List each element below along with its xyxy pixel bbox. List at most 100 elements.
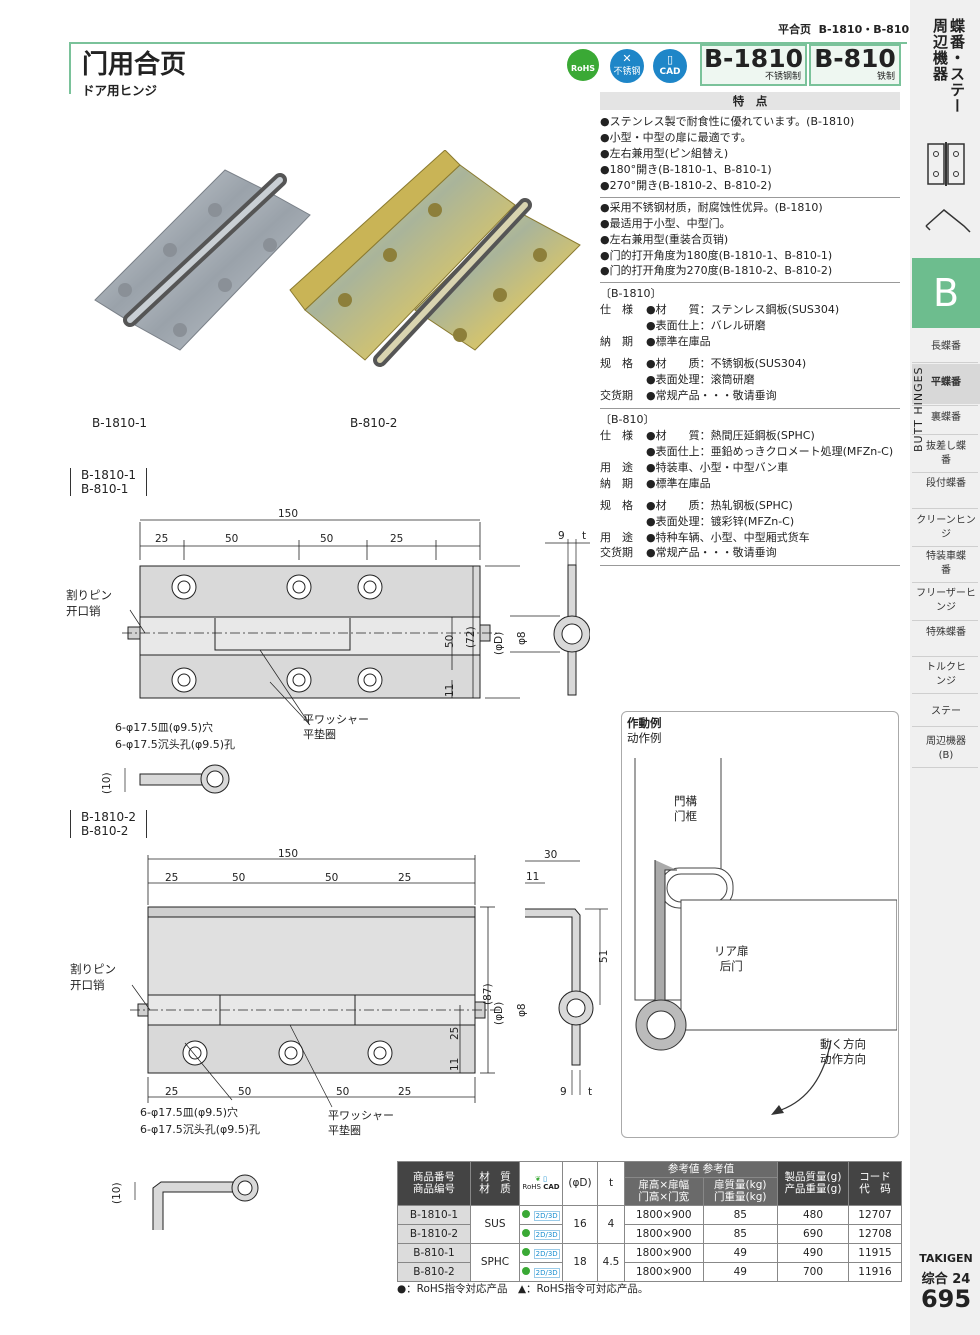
drawing1-washer-label: 平ワッシャー 平垫圈 (303, 712, 369, 743)
feature-cn-5: ●门的打开角度为270度(B-1810-2、B-810-2) (600, 264, 833, 278)
cell-door-size: 1800×900 (624, 1261, 704, 1282)
spec-text: ●表面处理：镀彩锌(MFZn-C) (646, 514, 795, 528)
photo-caption-left: B-1810-1 (92, 416, 148, 430)
cad-download[interactable]: 2D/3D (533, 1229, 560, 1240)
cell-part-number[interactable]: B-1810-2 (397, 1223, 471, 1244)
dim-label: (87) (482, 983, 494, 1005)
cell-part-number[interactable]: B-810-2 (397, 1261, 471, 1282)
drawing1-side-view: 9 t (φD) φ8 (493, 530, 590, 696)
cad-download[interactable]: 2D/3D (533, 1267, 560, 1278)
sidebar-item-freezer-hinge[interactable]: フリーザーヒンジ (916, 588, 976, 613)
th-product-weight-cn: 产品重量(g) (784, 1183, 842, 1196)
cad-badge[interactable]: ▯ CAD (653, 49, 687, 83)
cell-rohs-cad[interactable]: 2D/3D (519, 1261, 563, 1282)
th-product-weight: 製品質量(g) 产品重量(g) (777, 1161, 849, 1206)
dim-label: (φD) (493, 1002, 505, 1025)
dim-label: 50 (225, 533, 238, 545)
cell-material: SPHC (470, 1242, 520, 1282)
cell-t: 4.5 (597, 1242, 625, 1282)
pin-label-cn: 开口销 (66, 603, 101, 618)
th-reference: 参考値 参考值 (624, 1161, 778, 1178)
dim-label: 11 (444, 684, 456, 697)
dim-label: 50 (320, 533, 333, 545)
sidebar-item-peripheral[interactable]: 周辺機器(B) (926, 736, 966, 761)
cell-rohs-cad[interactable]: 2D/3D (519, 1204, 563, 1225)
cad-download[interactable]: 2D/3D (533, 1248, 560, 1259)
cell-code: 12708 (848, 1223, 902, 1244)
spec-text: ●表面处理：滚筒研磨 (646, 373, 755, 387)
example-title: 作動例 动作例 (627, 716, 662, 746)
drawing2-hole-label: 6-φ17.5皿(φ9.5)穴 6-φ17.5沉头孔(φ9.5)孔 (140, 1105, 260, 1138)
table-row[interactable]: B-810-2 2D/3D 1800×900 49 700 11916 (397, 1261, 902, 1282)
drawing2-pin-label: 割りピン 开口销 (70, 962, 116, 993)
example-direction-jp: 動く方向 (820, 1037, 866, 1051)
example-diagram (634, 758, 897, 1115)
drawing1-models: B-1810-1 B-810-1 (70, 468, 148, 496)
dim-label: 25 (165, 872, 178, 884)
stainless-x-icon: ✕ (622, 52, 632, 65)
cell-part-number[interactable]: B-810-1 (397, 1242, 471, 1263)
cell-part-number[interactable]: B-1810-1 (397, 1204, 471, 1225)
cell-product-weight: 690 (777, 1223, 849, 1244)
th-code-jp: コード (859, 1170, 891, 1183)
stainless-badge-label: 不锈钢 (613, 67, 641, 77)
drawing1-model-2: B-810-1 (81, 482, 129, 496)
spec-text: ●常规产品・・・敬请垂询 (646, 389, 777, 402)
footer-brand: TAKIGEN (919, 1252, 973, 1265)
hole-label-cn: 6-φ17.5沉头孔(φ9.5)孔 (115, 737, 236, 751)
table-row[interactable]: B-810-1 SPHC 2D/3D 18 4.5 1800×900 49 49… (397, 1242, 902, 1282)
sidebar-item-step-hinge[interactable]: 段付蝶番 (926, 478, 966, 489)
sidebar-top-label-2: 蝶番・ステー (947, 18, 968, 114)
th-door-size-jp: 扉高×扉幅 (638, 1178, 690, 1191)
cad-download[interactable]: 2D/3D (533, 1210, 560, 1221)
spec-text: ●特装車、小型・中型バン車 (646, 460, 789, 474)
sidebar-item-vehicle-hinge[interactable]: 特装車蝶番 (926, 551, 966, 576)
example-door-jp: リア扉 (714, 944, 749, 958)
th-door-size-cn: 门高×门宽 (638, 1191, 690, 1204)
drawing1-front-view: 150 25 50 50 25 50 (72) 11 (122, 508, 520, 726)
dim-label: 11 (449, 1058, 461, 1071)
sidebar-item-stay[interactable]: ステー (931, 706, 961, 717)
cell-rohs-cad[interactable]: 2D/3D (519, 1223, 563, 1244)
table-row[interactable]: B-1810-1 SUS 2D/3D 16 4 1800×900 85 480 … (397, 1204, 902, 1244)
drawing1-pin-label: 割りピン 开口销 (66, 588, 112, 619)
sidebar-item-long-hinge[interactable]: 長蝶番 (931, 341, 961, 352)
sidebar-item-special-hinge[interactable]: 特殊蝶番 (926, 627, 966, 638)
features-cn: ●采用不锈钢材质，耐腐蚀性优异。(B-1810) ●最适用于小型、中型门。 ●左… (600, 198, 900, 284)
cell-door-weight: 85 (702, 1204, 778, 1225)
dim-label: 50 (238, 1086, 251, 1098)
cell-rohs-cad[interactable]: 2D/3D (519, 1242, 563, 1263)
spec-label: 规 格 (600, 357, 633, 371)
example-frame-label: 門構 门框 (674, 794, 697, 824)
th-reference-cn: 参考值 (702, 1163, 735, 1175)
cell-product-weight: 490 (777, 1242, 849, 1263)
example-frame-jp: 門構 (674, 794, 697, 808)
table-row[interactable]: B-1810-2 2D/3D 1800×900 85 690 12708 (397, 1223, 902, 1244)
spec-text: ●特种车辆、小型、中型厢式货车 (646, 530, 810, 544)
leaf-icon: ❦ (535, 1175, 541, 1183)
feature-jp-3: ●左右兼用型(ピン組替え) (600, 146, 729, 160)
spec-label: 交货期 (600, 546, 633, 560)
dim-label: 51 (598, 950, 610, 963)
page-ref-models: B-1810・B-810 (818, 23, 910, 36)
th-door-weight: 扉質量(kg) 门重量(kg) (702, 1176, 778, 1206)
photo-caption-right: B-810-2 (350, 416, 398, 430)
sidebar-item-flat-hinge[interactable]: 平蝶番 (931, 377, 961, 388)
cell-product-weight: 480 (777, 1204, 849, 1225)
th-product-weight-jp: 製品質量(g) (784, 1170, 842, 1183)
dim-label: (10) (101, 772, 113, 794)
drawing1-hole-label: 6-φ17.5皿(φ9.5)穴 6-φ17.5沉头孔(φ9.5)孔 (115, 720, 235, 753)
sidebar-item-liftoff-hinge[interactable]: 抜差し蝶番 (926, 441, 966, 466)
sidebar-item-clean-hinge[interactable]: クリーンヒンジ (916, 515, 976, 540)
th-material-cn: 材 质 (479, 1183, 511, 1196)
spec-label: 仕 様 (600, 303, 633, 317)
rohs-dot (522, 1266, 531, 1275)
spec-label: 仕 様 (600, 428, 633, 442)
example-title-jp: 作動例 (627, 716, 662, 730)
sidebar-item-torque-hinge[interactable]: トルクヒンジ (926, 662, 966, 687)
sidebar-item-back-hinge[interactable]: 裏蝶番 (931, 412, 961, 423)
dim-label: t (582, 530, 586, 542)
example-direction-label: 動く方向 动作方向 (820, 1037, 866, 1067)
dim-label: 9 (558, 530, 565, 542)
th-material-jp: 材 質 (479, 1170, 511, 1183)
